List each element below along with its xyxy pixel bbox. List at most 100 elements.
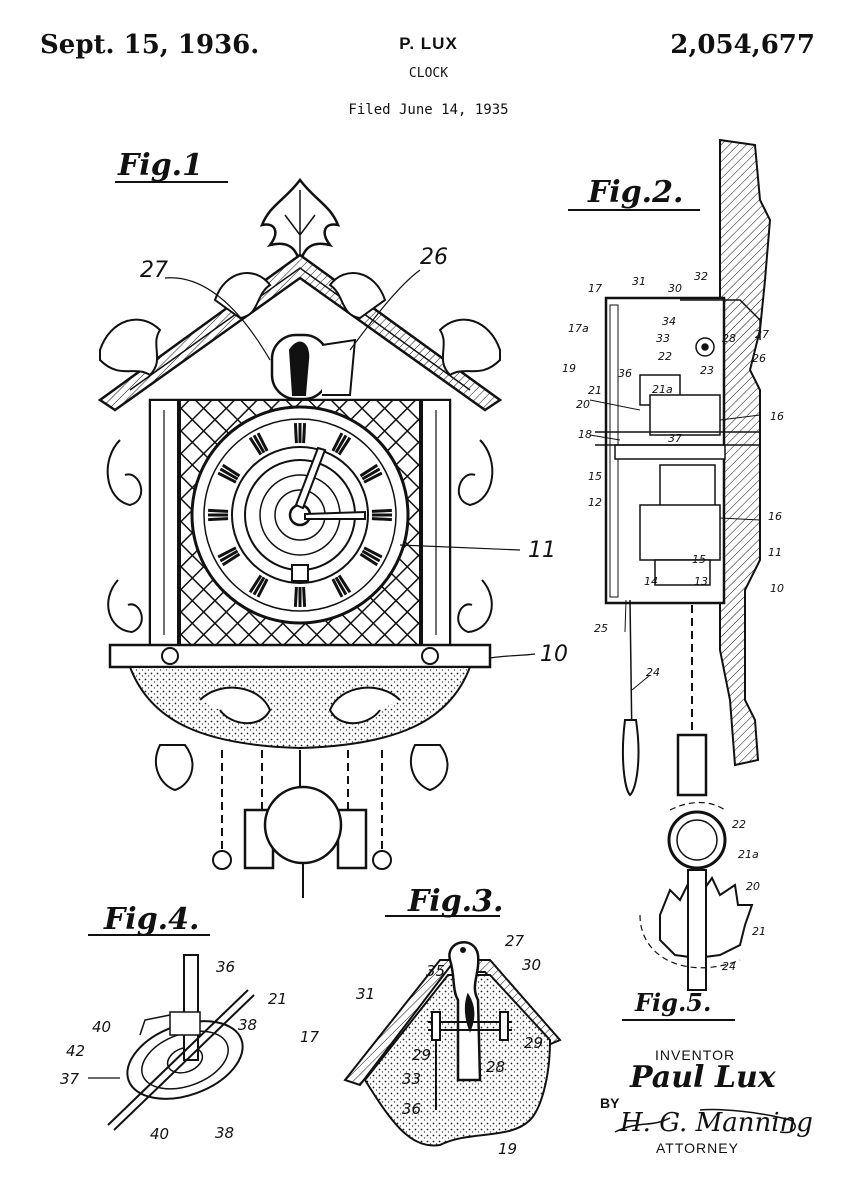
fig4-ref: 38: [238, 1016, 258, 1034]
fig4-ref: 38: [215, 1124, 235, 1142]
dial-numeral-stroke: [221, 463, 241, 478]
dial-numeral-stroke: [217, 471, 237, 484]
fig4-drawing: [88, 934, 255, 1131]
dial-numeral-stroke: [302, 423, 307, 444]
fig3-ref: 31: [356, 985, 376, 1003]
dial-numeral-stroke: [363, 471, 383, 484]
dial-numeral-stroke: [256, 578, 269, 598]
fig2-ref: 14: [644, 575, 658, 588]
fig3-ref: 35: [426, 962, 446, 980]
dial-numeral-stroke: [337, 574, 352, 594]
fig2-ref: 12: [588, 496, 602, 509]
dial-numeral-stroke: [221, 552, 241, 567]
dial-numeral-stroke: [361, 549, 381, 563]
dial-numeral-stroke: [334, 576, 348, 596]
patent-title: CLOCK: [408, 66, 449, 81]
fig4-ref: 40: [92, 1018, 112, 1036]
dial-numeral-stroke: [219, 549, 239, 563]
fig4-label: Fig.4.: [104, 902, 200, 937]
fig1-ref: 11: [528, 538, 556, 563]
attorney-label: ATTORNEY: [656, 1140, 739, 1156]
fig2-ref: 26: [752, 352, 766, 365]
fig3-ref: 36: [402, 1100, 422, 1118]
by-label: BY: [600, 1095, 620, 1111]
fig2-ref: 19: [562, 362, 576, 375]
dial-numeral-stroke: [248, 436, 263, 456]
fig2-ref: 36: [618, 367, 632, 380]
fig2-ref: 34: [662, 315, 676, 328]
dial-numeral-stroke: [248, 574, 263, 594]
dial-numeral-stroke: [359, 552, 379, 567]
fig5-ref: 21: [752, 925, 766, 938]
inventor-name: Paul Lux: [630, 1060, 776, 1095]
dial-numeral-stroke: [252, 434, 266, 454]
fig3-ref: 29: [412, 1046, 432, 1064]
fig2-ref: 30: [668, 282, 682, 295]
fig3-ref: 28: [486, 1058, 506, 1076]
fig4-ref: 36: [216, 958, 236, 976]
dial-numeral-stroke: [208, 508, 229, 513]
fig5-label: Fig.5.: [635, 988, 712, 1017]
fig2-ref: 16: [770, 410, 784, 423]
fig2-ref: 20: [576, 398, 590, 411]
fig4-ref: 21: [268, 990, 288, 1008]
fig1-ref: 26: [420, 245, 448, 270]
dial-numeral-stroke: [252, 576, 266, 596]
dial-numeral-stroke: [217, 546, 237, 559]
dial-numeral-stroke: [337, 436, 352, 456]
dial-numeral-stroke: [359, 463, 379, 478]
fig2-ref: 28: [722, 332, 736, 345]
dial-numeral-stroke: [219, 467, 239, 481]
fig2-ref: 17: [588, 282, 602, 295]
fig1-ref: 27: [140, 258, 168, 283]
inventor-label: INVENTOR: [655, 1047, 736, 1063]
fig2-ref: 32: [694, 270, 708, 283]
fig2-ref: 24: [646, 666, 660, 679]
fig1-ref: 10: [540, 642, 568, 667]
fig2-ref: 27: [755, 328, 769, 341]
dial-numeral-stroke: [293, 423, 298, 444]
patent-number: 2,054,677: [670, 30, 815, 60]
fig4-ref: 42: [66, 1042, 86, 1060]
fig3-ref: 19: [498, 1140, 518, 1158]
fig2-ref: 13: [694, 575, 708, 588]
fig2-ref: 10: [770, 582, 784, 595]
fig3-ref: 33: [402, 1070, 422, 1088]
patent-date: Sept. 15, 1936.: [40, 30, 260, 60]
fig2-ref: 15: [692, 553, 706, 566]
fig3-drawing: [343, 915, 562, 1147]
fig2-ref: 21a: [652, 383, 673, 396]
fig5-drawing: [622, 801, 754, 1021]
fig4-ref: 37: [60, 1070, 80, 1088]
fig2-ref: 37: [668, 432, 682, 445]
fig1-drawing: [97, 177, 536, 898]
fig2-ref: 22: [658, 350, 672, 363]
fig3-ref: 30: [522, 956, 542, 974]
fig2-ref: 16: [768, 510, 782, 523]
dial-numeral-stroke: [334, 434, 348, 454]
fig2-ref: 25: [594, 622, 608, 635]
fig2-ref: 33: [656, 332, 670, 345]
fig5-ref: 24: [722, 960, 736, 973]
fig2-ref: 23: [700, 364, 714, 377]
fig4-ref: 40: [150, 1125, 170, 1143]
inventor-short: P. LUX: [399, 34, 458, 53]
dial-numeral-stroke: [331, 578, 344, 598]
fig2-label: Fig.2.: [588, 175, 684, 210]
dial-numeral-stroke: [363, 546, 383, 559]
dial-numeral-stroke: [302, 586, 307, 607]
fig2-ref: 21: [588, 384, 602, 397]
fig2-drawing: [568, 138, 772, 797]
dial-numeral-stroke: [256, 432, 269, 452]
dial-numeral-stroke: [371, 508, 392, 513]
attorney-name: H. G. Manning: [620, 1108, 813, 1138]
fig3-ref: 29: [524, 1034, 544, 1052]
fig2-ref: 15: [588, 470, 602, 483]
dial-numeral-stroke: [361, 467, 381, 481]
fig2-ref: 18: [578, 428, 592, 441]
dial-numeral-stroke: [331, 432, 344, 452]
fig5-ref: 20: [746, 880, 760, 893]
fig2-ref: 11: [768, 546, 782, 559]
fig5-ref: 21a: [738, 848, 759, 861]
